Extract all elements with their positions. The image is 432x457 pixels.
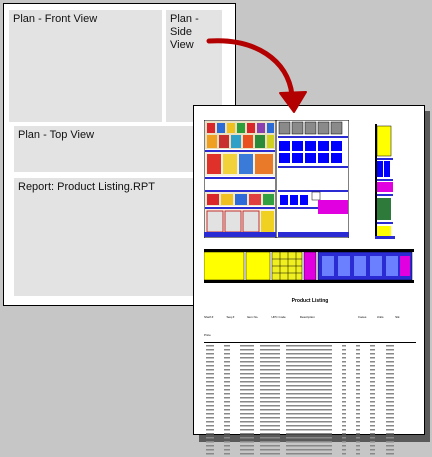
left-product-cluster [205, 121, 275, 233]
front-view-zone[interactable]: Plan - Front View [9, 10, 162, 122]
front-view-label: Plan - Front View [13, 13, 98, 25]
col-faces: Faces [358, 315, 367, 319]
col-seq: Seq # [226, 315, 235, 319]
report-rows-illegible [206, 345, 394, 455]
col-stk: Stk [395, 315, 400, 319]
col-shelf: Shelf # [204, 315, 214, 319]
top-view-zone[interactable]: Plan - Top View [14, 126, 226, 172]
right-slot-grid [278, 121, 349, 237]
preview-page: Product Listing Shelf # Seq # Item No. U… [193, 105, 425, 455]
report-title: Product Listing [291, 298, 329, 304]
top-view-planogram [204, 249, 414, 283]
top-view-label: Plan - Top View [18, 129, 95, 141]
col-price: Price [204, 333, 211, 337]
side-view-planogram [375, 124, 395, 239]
report-header-row: Shelf # Seq # Item No. UPC Code Descript… [204, 306, 416, 343]
product-listing-report: Product Listing Shelf # Seq # Item No. U… [204, 298, 416, 455]
col-item: Item No. [246, 315, 259, 319]
report-zone[interactable]: Report: Product Listing.RPT [14, 178, 226, 296]
report-label: Report: Product Listing.RPT [18, 181, 155, 193]
col-description: Description [299, 315, 315, 319]
side-view-label: Plan - Side View [170, 13, 199, 51]
front-view-planogram [204, 120, 349, 238]
col-upc: UPC Code [271, 315, 286, 319]
col-units: Units [376, 315, 384, 319]
